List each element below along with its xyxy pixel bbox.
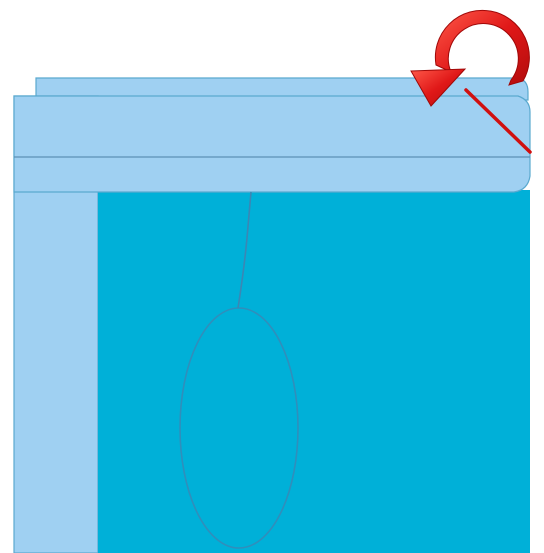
folded-top-band [14, 96, 530, 192]
main-panel [98, 190, 530, 553]
